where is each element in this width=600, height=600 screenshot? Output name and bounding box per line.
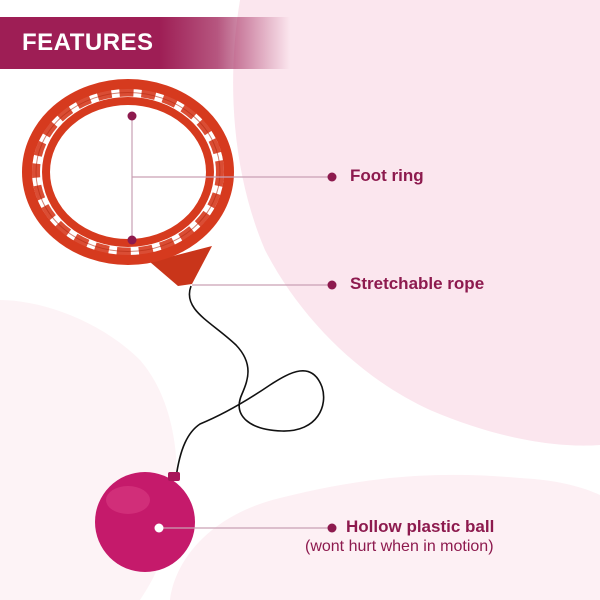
label-stretchable-rope: Stretchable rope <box>350 274 485 293</box>
features-banner: FEATURES <box>0 17 290 69</box>
foot-ring-stem <box>150 246 212 286</box>
hollow-ball <box>95 472 195 572</box>
label-foot-ring: Foot ring <box>350 166 424 185</box>
label-hollow-plastic-ball: Hollow plastic ball <box>346 517 495 536</box>
callout-lines <box>132 172 337 533</box>
features-title: FEATURES <box>22 29 154 56</box>
background-blob-bottom <box>170 474 600 600</box>
ring-size-marker <box>127 111 137 245</box>
background-blob-right <box>233 0 600 446</box>
label-ball-note: (wont hurt when in motion) <box>305 538 494 555</box>
stretchable-rope <box>175 285 325 479</box>
foot-ring <box>22 79 234 286</box>
